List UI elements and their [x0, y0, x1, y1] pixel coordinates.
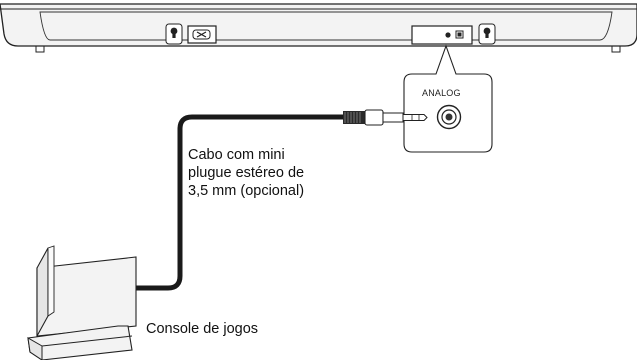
analog-jack [436, 104, 462, 130]
power-input-port [187, 25, 217, 44]
soundbar [0, 3, 637, 53]
cable-label-line-3: 3,5 mm (opcional) [188, 183, 305, 199]
game-console [27, 245, 137, 360]
analog-callout [403, 44, 493, 153]
console-label: Console de jogos [146, 321, 259, 337]
audio-cable [134, 114, 343, 291]
wall-mount-hole-left [165, 23, 183, 45]
wall-mount-hole-right [478, 23, 496, 45]
cable-label-line-1: Cabo com mini [188, 147, 285, 163]
rear-input-panel [411, 25, 473, 45]
mini-plug [343, 109, 428, 126]
cable-label-line-2: plugue estéreo de [188, 165, 305, 181]
cable-label: Cabo com mini plugue estéreo de 3,5 mm (… [188, 146, 304, 200]
analog-port-label: ANALOG [422, 88, 461, 98]
